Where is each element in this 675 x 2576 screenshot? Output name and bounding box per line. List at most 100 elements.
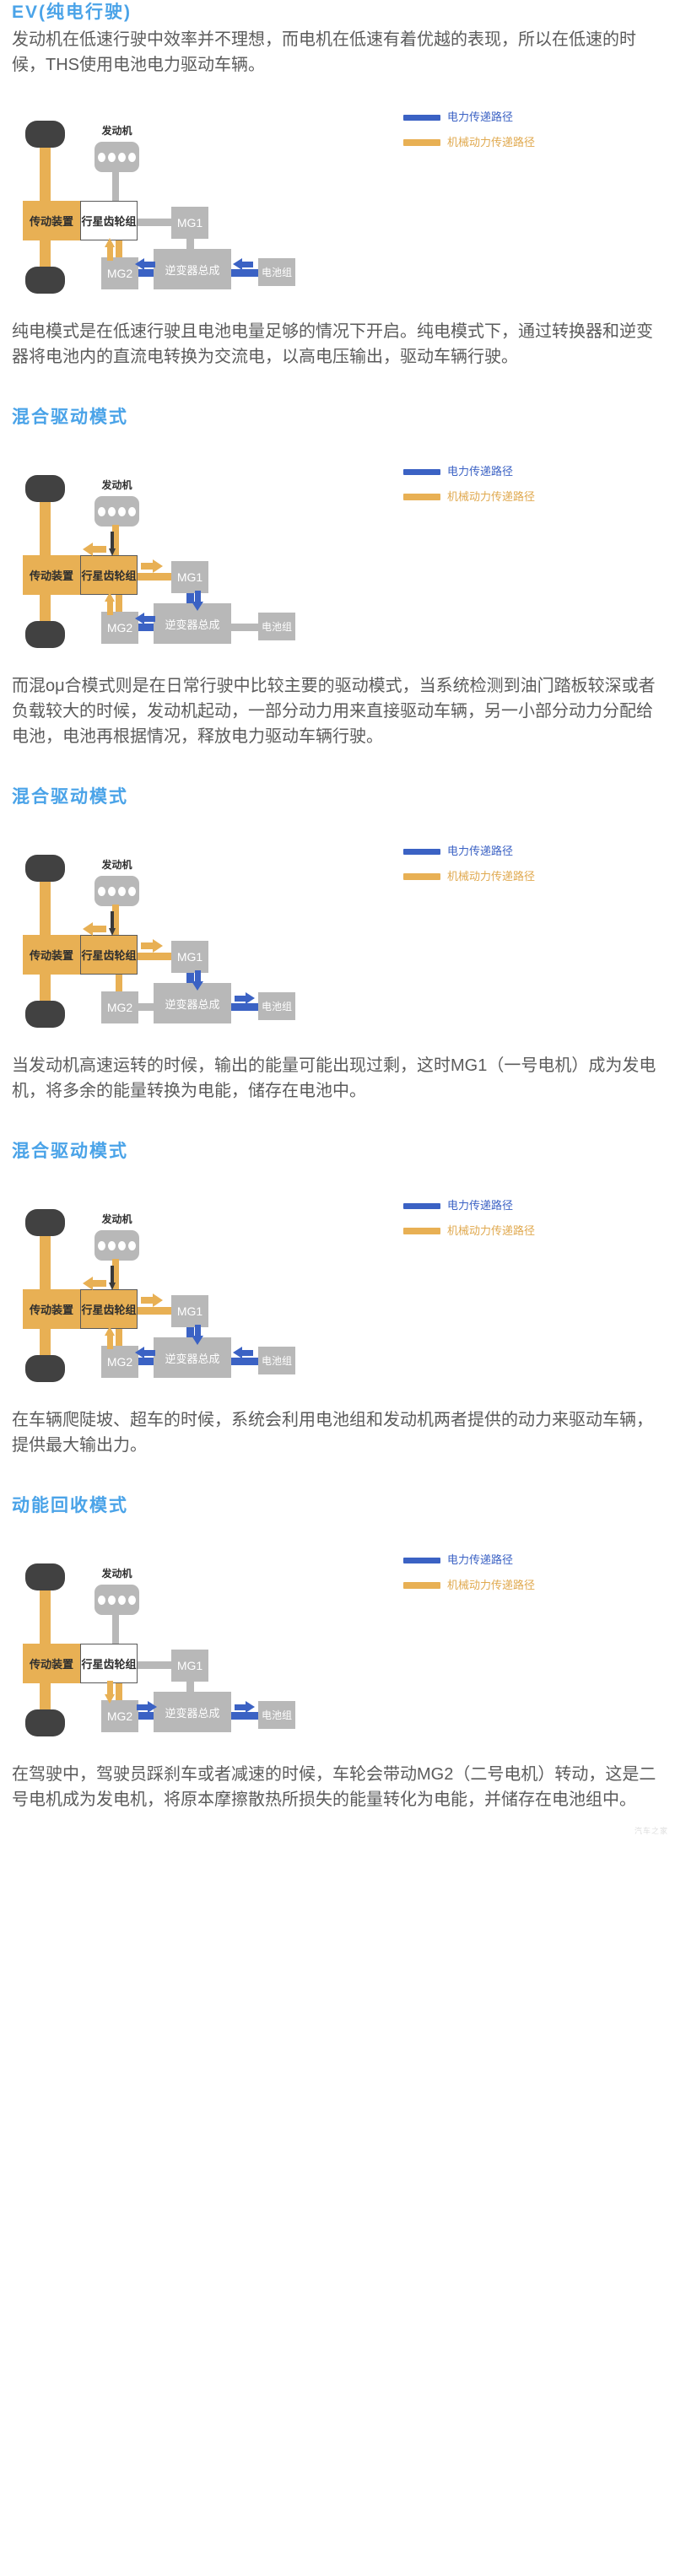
mg2-node: MG2 [101,991,138,1023]
legend-row-mechanical: 机械动力传递路径 [403,133,535,152]
legend-row-electric: 电力传递路径 [403,1196,535,1215]
battery-node: 电池组 [258,1701,295,1729]
legend-label-mechanical: 机械动力传递路径 [447,870,536,883]
inverter-to-battery-link [229,624,261,631]
engine-icon [94,876,139,906]
engine-output-arrow-icon [109,1266,116,1290]
planetary-gear-node: 行星齿轮组 [80,201,138,240]
mg1-node: MG1 [171,1295,208,1327]
engine-to-planetary-link [112,170,119,203]
legend-swatch-mechanical-icon [403,873,440,880]
gear-to-mg1-arrow-icon [141,939,163,953]
planetary-gear-node: 行星齿轮组 [80,935,138,975]
section-caption: 在驾驶中，驾驶员踩刹车或者减速的时候，车轮会带动MG2（二号电机）转动，这是二号… [12,1765,656,1809]
planetary-to-mg1-link [135,1307,174,1315]
transmission-node: 传动装置 [23,1644,80,1683]
mg1-to-inverter-arrow-icon [192,1325,204,1345]
planetary-gear-node: 行星齿轮组 [80,1289,138,1329]
legend-label-electric: 电力传递路径 [447,465,514,478]
transmission-node: 传动装置 [23,555,80,595]
inverter-node: 逆变器总成 [154,249,231,289]
planetary-to-mg2-link [116,972,122,994]
mg2-to-inverter-link [136,624,156,631]
legend-swatch-electric-icon [403,114,440,121]
section-caption: 纯电模式是在低速行驶且电池电量足够的情况下开启。纯电模式下，通过转换器和逆变器将… [12,322,653,366]
legend-label-electric: 电力传递路径 [447,111,514,123]
diagram-legend: 电力传递路径机械动力传递路径 [403,462,535,513]
mg1-to-inverter-link [186,1326,194,1339]
planetary-gear-node: 行星齿轮组 [80,1644,138,1683]
engine-to-planetary-link [112,525,119,557]
mg2-node: MG2 [101,612,138,644]
inverter-node: 逆变器总成 [154,603,231,644]
section-caption: 在车辆爬陡坡、超车的时候，系统会利用电池组和发动机两者提供的动力来驱动车辆，提供… [12,1411,653,1455]
mg2-to-gear-arrow-icon [105,238,116,261]
wheel-rear-icon [25,267,65,294]
diagram-legend: 电力传递路径机械动力传递路径 [403,1196,535,1247]
gear-to-transmission-arrow-icon [83,922,106,936]
mg1-to-inverter-link [186,237,194,251]
section-heading: 混合驱动模式 [12,1142,128,1161]
legend-row-mechanical: 机械动力传递路径 [403,488,535,506]
inverter-node: 逆变器总成 [154,983,231,1023]
gear-to-mg2-arrow-icon [105,1681,116,1704]
section-heading: 混合驱动模式 [12,787,128,807]
engine-label: 发动机 [101,859,132,871]
legend-swatch-mechanical-icon [403,1228,440,1234]
engine-icon [94,142,139,172]
engine-output-arrow-icon [109,911,116,936]
inverter-to-battery-link [229,1003,261,1011]
legend-row-electric: 电力传递路径 [403,842,535,861]
legend-label-electric: 电力传递路径 [447,845,514,857]
mg2-node: MG2 [101,257,138,289]
inverter-to-mg2-arrow-icon [135,1347,155,1359]
gear-to-mg1-arrow-icon [141,1293,163,1307]
diagram-legend: 电力传递路径机械动力传递路径 [403,108,535,159]
mg2-to-inverter-link [136,269,156,277]
engine-output-arrow-icon [109,532,116,556]
section-caption: 当发动机高速运转的时候，输出的能量可能出现过剩，这时MG1（一号电机）成为发电机… [12,1056,656,1100]
wheel-rear-icon [25,1709,65,1736]
legend-label-mechanical: 机械动力传递路径 [447,1224,536,1237]
battery-node: 电池组 [258,258,295,286]
inverter-node: 逆变器总成 [154,1692,231,1732]
legend-label-mechanical: 机械动力传递路径 [447,490,536,503]
engine-label: 发动机 [101,1568,132,1580]
inverter-to-mg2-arrow-icon [135,258,155,271]
engine-label: 发动机 [101,125,132,137]
planetary-gear-node: 行星齿轮组 [80,555,138,595]
planetary-to-mg1-link [135,219,174,226]
battery-node: 电池组 [258,992,295,1020]
engine-icon [94,496,139,527]
engine-label: 发动机 [101,479,132,491]
transmission-node: 传动装置 [23,935,80,975]
legend-swatch-electric-icon [403,468,440,475]
mg1-to-inverter-link [186,591,194,605]
mg2-to-inverter-link [136,1358,156,1365]
planetary-to-mg1-link [135,573,174,581]
planetary-to-mg1-link [135,953,174,960]
wheel-front-icon [25,475,65,502]
legend-label-electric: 电力传递路径 [447,1199,514,1212]
mg1-to-inverter-link [186,971,194,985]
mg2-to-inverter-arrow-icon [137,1701,157,1714]
planetary-to-mg2-link [116,592,122,614]
inverter-to-battery-arrow-icon [235,992,255,1005]
mg1-node: MG1 [171,941,208,973]
gear-to-mg1-arrow-icon [141,559,163,573]
mg1-node: MG1 [171,1650,208,1682]
planetary-to-mg2-link [116,1326,122,1348]
legend-row-electric: 电力传递路径 [403,108,535,127]
inverter-to-battery-link [229,269,261,277]
gear-to-transmission-arrow-icon [83,1277,106,1290]
battery-to-inverter-arrow-icon [233,258,253,271]
legend-swatch-electric-icon [403,1202,440,1209]
mg1-to-inverter-link [186,1680,194,1693]
legend-swatch-electric-icon [403,848,440,855]
engine-icon [94,1230,139,1261]
wheel-front-icon [25,855,65,882]
planetary-to-mg2-link [116,1681,122,1703]
